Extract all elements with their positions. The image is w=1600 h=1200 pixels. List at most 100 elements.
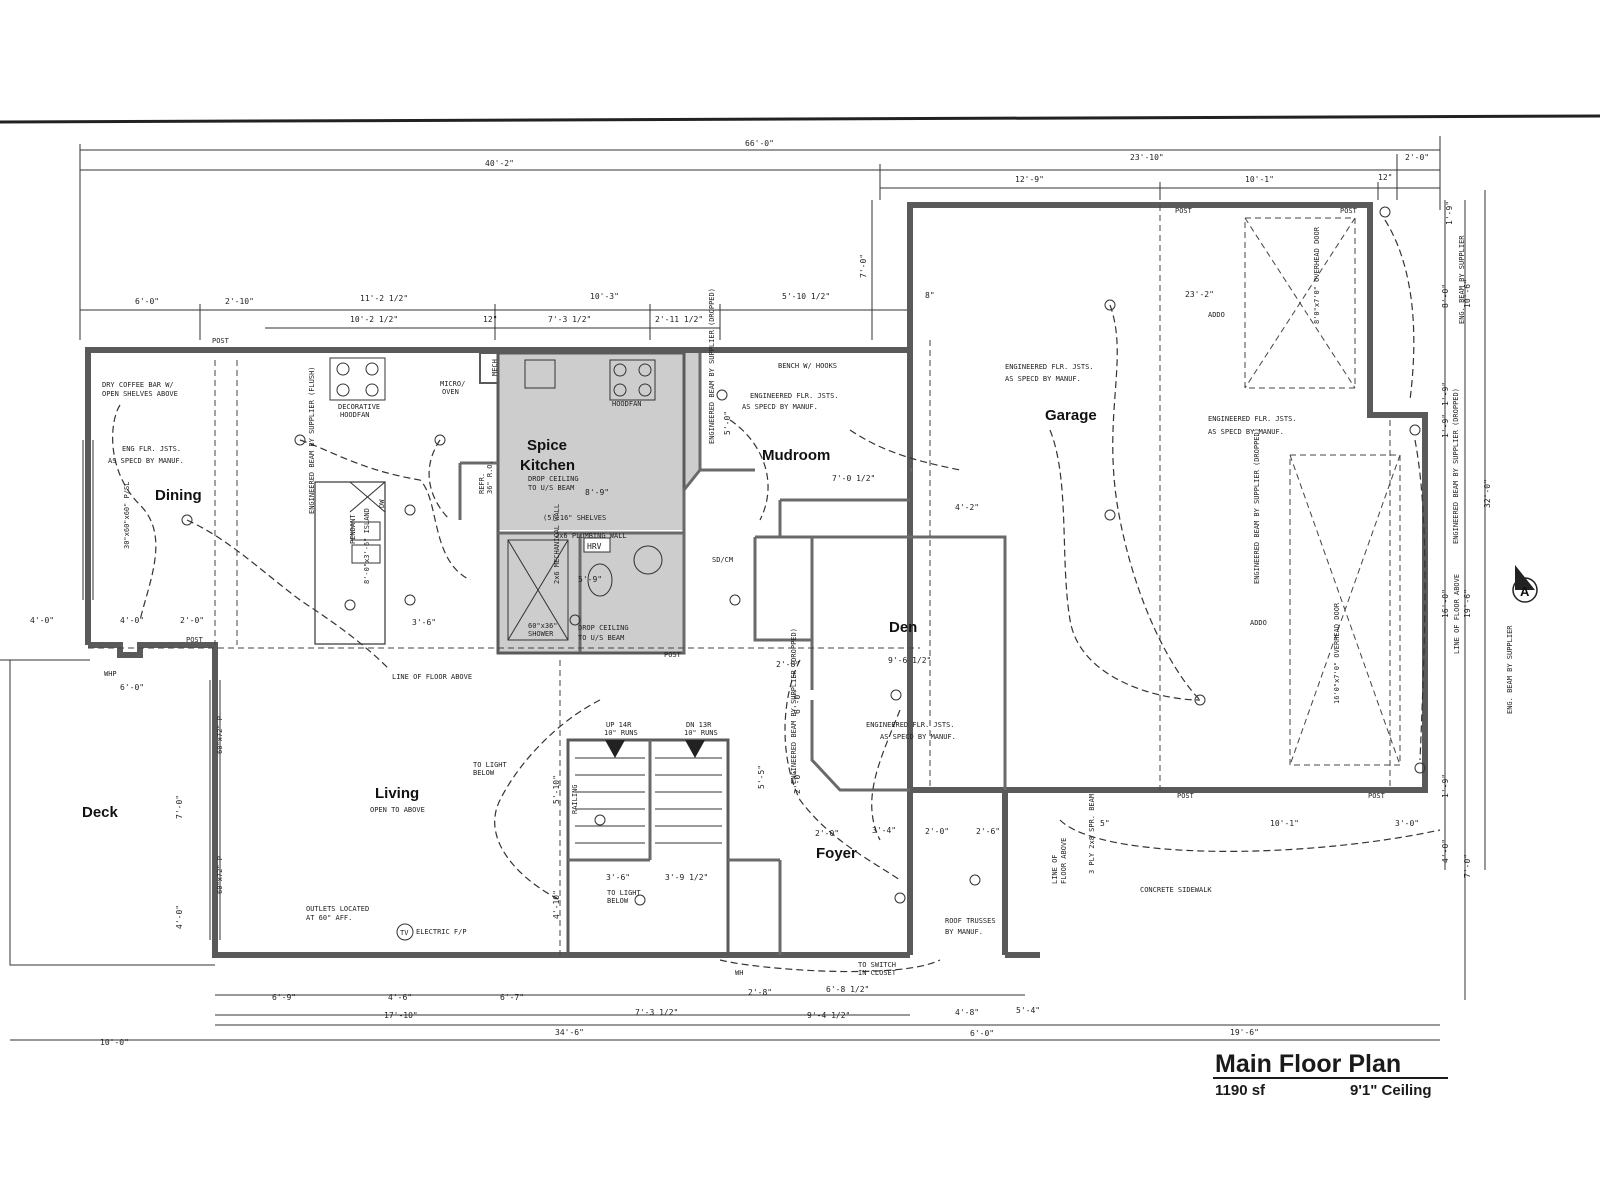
dim-right-g: 19'-6"	[1463, 589, 1472, 618]
note-outlets-2: AT 60" AFF.	[306, 914, 352, 922]
title-block: Main Floor Plan 1190 sf 9'1" Ceiling	[1213, 1050, 1448, 1099]
note-line-floor-garage: LINE OF FLOOR ABOVE	[1453, 574, 1461, 654]
dim-top-g: 8"	[925, 291, 935, 300]
dim-garage-bottom: 10'-1"	[1270, 819, 1299, 828]
top-dimensions: 66'-0" 40'-2" 23'-10" 2'-0" 12'-9" 10'-1…	[79, 136, 1441, 340]
dim-right-c: 10'-6"	[1463, 279, 1472, 308]
note-post-6: POST	[1368, 792, 1386, 800]
dim-bottom-h: 5'-4"	[1016, 1006, 1040, 1015]
note-post-7: POST	[664, 651, 682, 659]
dim-overall: 66'-0"	[745, 139, 774, 148]
note-railing: RAILING	[571, 784, 579, 814]
plan-ceiling: 9'1" Ceiling	[1350, 1082, 1432, 1099]
interior-walls	[458, 351, 1007, 957]
note-open-to-above: OPEN TO ABOVE	[370, 806, 425, 814]
room-mudroom: Mudroom	[762, 447, 830, 464]
dim-garage-depth: 7'-0"	[859, 254, 868, 278]
dim-kitchen-a: 8'-9"	[585, 488, 609, 497]
note-to-light-1: TO LIGHT	[473, 761, 508, 769]
kitchen-fixtures	[314, 357, 663, 645]
room-dining: Dining	[155, 487, 202, 504]
note-dw: DW	[378, 499, 386, 508]
dim-right-i: 1'-9"	[1441, 774, 1450, 798]
dim-top-c2: 10'-2 1/2"	[350, 315, 398, 324]
note-refr-1: REFR.	[478, 473, 486, 494]
note-overhead-door2: 16'0"x7'0" OVERHEAD DOOR	[1333, 602, 1341, 704]
note-hoodfan: HOODFAN	[612, 400, 642, 408]
dim-den-b: 2'-8"	[776, 660, 800, 669]
note-tv: TV	[400, 929, 409, 937]
room-spice-kitchen-1: Spice	[527, 437, 567, 454]
dim-right-j: 4'-0"	[1441, 839, 1450, 863]
dim-stair-e: 5'-5"	[757, 765, 766, 789]
note-micro-2: OVEN	[442, 388, 459, 396]
windows	[82, 440, 221, 940]
dim-stair-c: 5'-10"	[552, 775, 561, 804]
note-post-5: POST	[1177, 792, 1195, 800]
note-coffee-bar-2: OPEN SHELVES ABOVE	[102, 390, 178, 398]
room-spice-kitchen-2: Kitchen	[520, 457, 575, 474]
note-overhead-door1: 8'0"x7'0" OVERHEAD DOOR	[1313, 226, 1321, 324]
note-whp: WHP	[104, 670, 117, 678]
dim-left-b: 4'-0"	[120, 616, 144, 625]
dim-right-e: 1'-9"	[1441, 414, 1450, 438]
dim-kitchen-b: 5'-9"	[578, 575, 602, 584]
note-addo-1: ADDO	[1208, 311, 1225, 319]
dim-mud-b: 4'-2"	[955, 503, 979, 512]
room-den: Den	[889, 619, 917, 636]
dim-right-b: 8'-0"	[1441, 284, 1450, 308]
dim-den-d: 2'-0"	[793, 770, 802, 794]
note-shower-1: 60"x36"	[528, 622, 558, 630]
note-sd-cm: SD/CM	[712, 556, 733, 564]
note-electric-fp: ELECTRIC F/P	[416, 928, 467, 936]
note-to-switch-2: IN CLOSET	[858, 969, 897, 977]
note-shelves: (5) 16" SHELVES	[543, 514, 606, 522]
note-eng-flr-den-2: AS SPECD BY MANUF.	[880, 733, 956, 741]
dim-top-c: 11'-2 1/2"	[360, 294, 408, 303]
note-up-stairs-2: 10" RUNS	[604, 729, 638, 737]
note-eng-beam-supplier: ENGINEERED BEAM BY SUPPLIER (DROPPED)	[1253, 428, 1261, 584]
dim-kitchen-c: 3'-6"	[412, 618, 436, 627]
deck-outline	[0, 659, 215, 966]
note-micro-1: MICRO/	[440, 380, 465, 388]
dim-bottom-g: 4'-8"	[955, 1008, 979, 1017]
dim-bottom-c: 6'-7"	[500, 993, 524, 1002]
note-eng-beam-supplier2: ENGINEERED BEAM BY SUPPLIER (DROPPED)	[1452, 388, 1460, 544]
exterior-walls	[85, 202, 1428, 958]
dim-garage-width: 23'-10"	[1130, 153, 1164, 162]
interior-dimensions: 23'-2" 8'-9" 5'-9" 3'-6" 7'-0 1/2" 4'-2"…	[30, 290, 1419, 929]
dim-bottom-l: 10'-0"	[100, 1038, 129, 1047]
dim-right-k: 7'-0"	[1463, 854, 1472, 878]
note-mech: MECH	[491, 359, 499, 376]
note-to-light-2: BELOW	[473, 769, 495, 777]
room-foyer: Foyer	[816, 845, 857, 862]
dim-garage-bottom3: 5"	[1100, 819, 1110, 828]
note-eng-flr-mud-2: AS SPECD BY MANUF.	[742, 403, 818, 411]
dim-bottom-d: 7'-3 1/2"	[635, 1008, 678, 1017]
right-dimensions: 1'-9" 8'-0" 10'-6" 1'-9" 1'-9" 16'-0" 19…	[1441, 190, 1492, 1000]
bath-shade	[498, 533, 684, 652]
note-concrete-sidewalk: CONCRETE SIDEWALK	[1140, 886, 1212, 894]
note-decor-hood-1: DECORATIVE	[338, 403, 380, 411]
note-line-floor-foyer-1: LINE OF	[1051, 854, 1059, 884]
dim-foyer-b: 3'-4"	[872, 826, 896, 835]
technical-notes: DRY COFFEE BAR W/ OPEN SHELVES ABOVE DEC…	[102, 207, 1514, 977]
dim-bottom-k: 6'-0"	[970, 1029, 994, 1038]
plan-area: 1190 sf	[1215, 1082, 1266, 1099]
dim-garage-inner: 23'-2"	[1185, 290, 1214, 299]
room-labels: Spice Kitchen Dining Mudroom Garage Den …	[82, 407, 1097, 862]
dim-top-e1: 7'-3 1/2"	[548, 315, 591, 324]
dim-garage-right: 10'-1"	[1245, 175, 1274, 184]
note-post-4: POST	[1340, 207, 1358, 215]
dim-bottom-f: 6'-8 1/2"	[826, 985, 869, 994]
dim-mud-a: 7'-0 1/2"	[832, 474, 875, 483]
light-fixtures	[181, 206, 1426, 906]
dim-bottom-b: 4'-6"	[388, 993, 412, 1002]
note-line-floor-above: LINE OF FLOOR ABOVE	[392, 673, 472, 681]
dim-left-d: 6'-0"	[120, 683, 144, 692]
note-eng-beam-dining: ENGINEERED BEAM BY SUPPLIER (FLUSH)	[308, 366, 316, 514]
dim-right-offset: 2'-0"	[1405, 153, 1429, 162]
note-drop-ceiling1-2: TO U/S BEAM	[528, 484, 574, 492]
dim-stair-a: 3'-6"	[606, 873, 630, 882]
